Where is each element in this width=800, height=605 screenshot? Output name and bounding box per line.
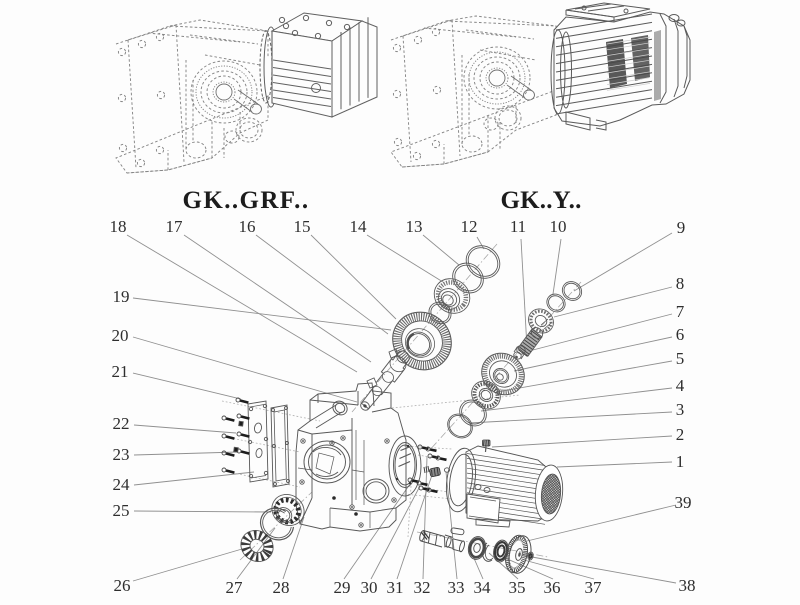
svg-text:28: 28 xyxy=(273,578,290,597)
svg-text:38: 38 xyxy=(679,576,696,595)
svg-text:37: 37 xyxy=(585,578,603,597)
svg-text:6: 6 xyxy=(676,325,685,344)
svg-text:19: 19 xyxy=(113,287,130,306)
svg-text:29: 29 xyxy=(334,578,351,597)
svg-text:14: 14 xyxy=(350,217,368,236)
svg-text:32: 32 xyxy=(414,578,431,597)
svg-text:34: 34 xyxy=(474,578,492,597)
svg-text:22: 22 xyxy=(113,414,130,433)
svg-text:27: 27 xyxy=(226,578,244,597)
svg-text:26: 26 xyxy=(114,576,131,595)
svg-text:21: 21 xyxy=(112,362,129,381)
svg-text:10: 10 xyxy=(550,217,567,236)
svg-text:7: 7 xyxy=(676,302,685,321)
svg-text:24: 24 xyxy=(113,475,131,494)
svg-text:39: 39 xyxy=(675,493,692,512)
svg-text:12: 12 xyxy=(461,217,478,236)
svg-text:30: 30 xyxy=(361,578,378,597)
svg-text:5: 5 xyxy=(676,349,685,368)
svg-text:18: 18 xyxy=(110,217,127,236)
svg-text:13: 13 xyxy=(406,217,423,236)
svg-text:33: 33 xyxy=(448,578,465,597)
svg-text:31: 31 xyxy=(387,578,404,597)
svg-text:23: 23 xyxy=(113,445,130,464)
svg-text:GK..GRF..: GK..GRF.. xyxy=(183,187,310,214)
svg-text:11: 11 xyxy=(510,217,526,236)
svg-text:25: 25 xyxy=(113,501,130,520)
svg-text:16: 16 xyxy=(239,217,256,236)
svg-text:4: 4 xyxy=(676,376,685,395)
svg-text:8: 8 xyxy=(676,274,685,293)
svg-text:15: 15 xyxy=(294,217,311,236)
svg-text:GK..Y..: GK..Y.. xyxy=(500,187,581,214)
svg-text:9: 9 xyxy=(677,218,686,237)
svg-text:2: 2 xyxy=(676,425,685,444)
svg-text:35: 35 xyxy=(509,578,526,597)
svg-text:36: 36 xyxy=(544,578,561,597)
svg-text:3: 3 xyxy=(676,400,685,419)
svg-text:20: 20 xyxy=(112,326,129,345)
svg-text:1: 1 xyxy=(676,452,685,471)
svg-text:17: 17 xyxy=(166,217,184,236)
